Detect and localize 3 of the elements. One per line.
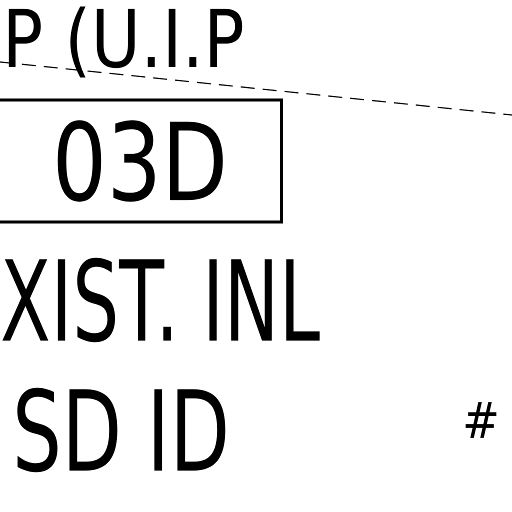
label-text: SD ID xyxy=(17,388,226,472)
label-text: # xyxy=(466,402,496,438)
label-box: 03D xyxy=(0,98,283,224)
